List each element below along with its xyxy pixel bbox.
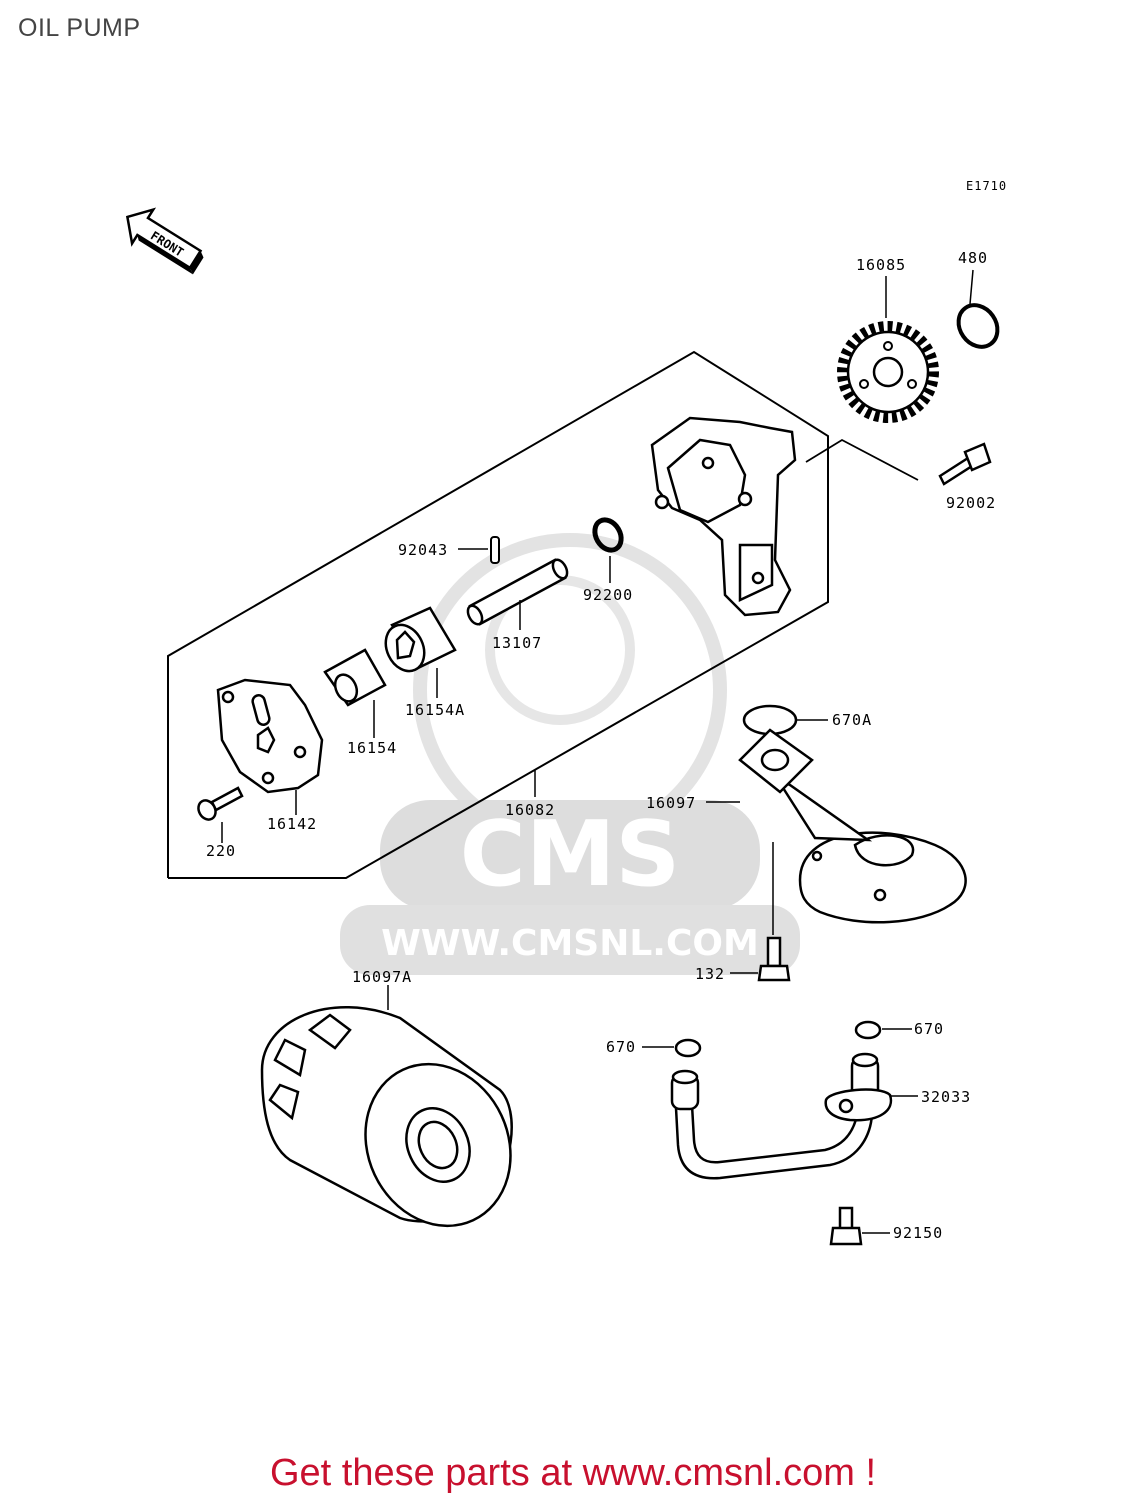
label-16142: 16142 [267, 815, 317, 833]
label-670-right: 670 [914, 1020, 944, 1038]
label-92043: 92043 [398, 541, 448, 559]
label-220: 220 [206, 842, 236, 860]
gear-16085-icon [837, 321, 939, 423]
bolt-92002-icon [938, 442, 992, 486]
label-13107: 13107 [492, 634, 542, 652]
label-92002: 92002 [946, 494, 996, 512]
oil-filter-16097A-icon [260, 1006, 513, 1228]
label-92150: 92150 [893, 1224, 943, 1242]
label-16097: 16097 [646, 794, 696, 812]
o-ring-670-left-icon [674, 1038, 702, 1058]
label-132: 132 [695, 965, 725, 983]
bolt-132-icon [757, 936, 791, 982]
washer-92200-icon [592, 517, 624, 553]
diagram-code: E1710 [966, 179, 1007, 193]
label-480: 480 [958, 249, 988, 267]
label-670-left: 670 [606, 1038, 636, 1056]
label-32033: 32033 [921, 1088, 971, 1106]
label-16097A: 16097A [352, 968, 412, 986]
inner-rotor-16154-icon [323, 648, 387, 707]
assembly-box-16082 [167, 350, 829, 879]
oil-pipe-32033-icon [670, 1052, 893, 1180]
oil-pump-body [650, 416, 797, 617]
watermark-url: WWW.CMSNL.COM [381, 923, 759, 964]
label-16082: 16082 [505, 801, 555, 819]
o-ring-670-right-icon [854, 1020, 882, 1040]
oil-strainer-16097-icon [738, 728, 967, 924]
circlip-480-icon [956, 303, 1000, 349]
pin-92043-icon [490, 536, 500, 564]
screw-220-icon [197, 786, 244, 821]
label-670A: 670A [832, 711, 872, 729]
label-92200: 92200 [583, 586, 633, 604]
front-arrow-icon: FRONT [125, 207, 204, 275]
label-16085: 16085 [856, 256, 906, 274]
watermark-brand: CMS [460, 802, 680, 907]
page-title: OIL PUMP [18, 14, 141, 42]
bolt-92150-icon [829, 1206, 863, 1246]
label-16154: 16154 [347, 739, 397, 757]
outer-rotor-16154A-icon [384, 606, 457, 673]
footer-link[interactable]: Get these parts at www.cmsnl.com ! [269, 1452, 877, 1494]
watermark: CMS WWW.CMSNL.COM [340, 533, 800, 975]
label-16154A: 16154A [405, 701, 465, 719]
shaft-13107-icon [466, 558, 569, 626]
pump-cover-16142-icon [216, 678, 324, 794]
